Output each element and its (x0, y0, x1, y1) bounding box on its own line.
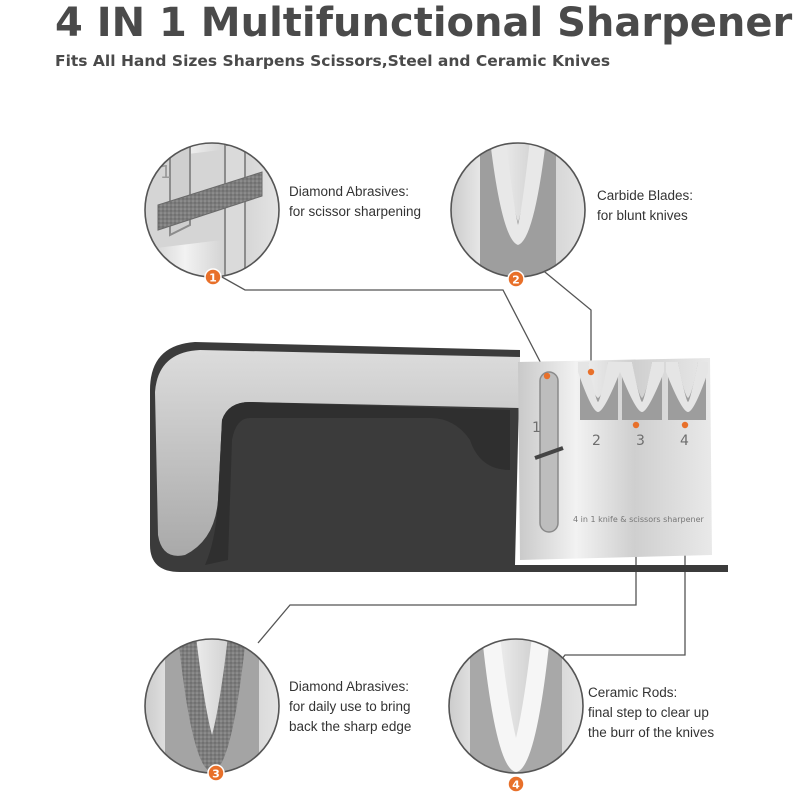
handle-surface (155, 350, 520, 556)
badge-1 (204, 268, 222, 286)
detail-circle-4: 4 (448, 638, 584, 793)
detail-circle-2: 2 (450, 142, 586, 288)
callout-1-heading: Diamond Abrasives: (289, 184, 410, 199)
steel-plate (518, 358, 712, 560)
callout-4: Ceramic Rods: final step to clear up the… (588, 683, 714, 743)
callout-3-heading: Diamond Abrasives: (289, 679, 410, 694)
marker-dot-3 (632, 421, 640, 429)
slot-number-2: 2 (592, 433, 601, 449)
callout-2-heading: Carbide Blades: (597, 188, 694, 203)
callout-1: Diamond Abrasives: for scissor sharpenin… (289, 182, 421, 222)
product-engraving: 4 in 1 knife & scissors sharpener (573, 515, 705, 524)
connector-line-1 (212, 271, 548, 376)
sharpener-body (150, 342, 728, 572)
slot-number-1: 1 (532, 420, 541, 436)
page-subtitle: Fits All Hand Sizes Sharpens Scissors,St… (55, 52, 611, 70)
callout-3-line-1: for daily use to bring (289, 699, 411, 714)
detail-circle-1: 1 1 (144, 142, 280, 286)
callout-2: Carbide Blades: for blunt knives (597, 186, 693, 226)
callout-1-line-1: for scissor sharpening (289, 204, 422, 219)
detail-circle-3: 3 (144, 638, 280, 782)
badge-4-number: 4 (512, 779, 520, 792)
badge-3 (207, 764, 225, 782)
badge-4 (507, 775, 525, 793)
svg-text:1: 1 (160, 162, 171, 183)
page-title: 4 IN 1 Multifunctional Sharpener (55, 0, 793, 46)
callout-4-heading: Ceramic Rods: (588, 685, 678, 700)
callout-4-line-2: the burr of the knives (588, 725, 715, 740)
marker-dot-2 (587, 368, 595, 376)
callout-3: Diamond Abrasives: for daily use to brin… (289, 677, 411, 737)
badge-3-number: 3 (212, 768, 220, 781)
marker-dot-4 (681, 421, 689, 429)
callout-4-line-1: final step to clear up (588, 705, 709, 720)
marker-dot-1 (543, 372, 551, 380)
connector-line-2 (515, 267, 592, 370)
callout-2-line-1: for blunt knives (597, 208, 688, 223)
callout-3-line-2: back the sharp edge (289, 719, 412, 734)
slot-number-4: 4 (680, 433, 689, 449)
badge-1-number: 1 (209, 272, 217, 285)
badge-2-number: 2 (512, 274, 520, 287)
badge-2 (507, 270, 525, 288)
slot-number-3: 3 (636, 433, 645, 449)
